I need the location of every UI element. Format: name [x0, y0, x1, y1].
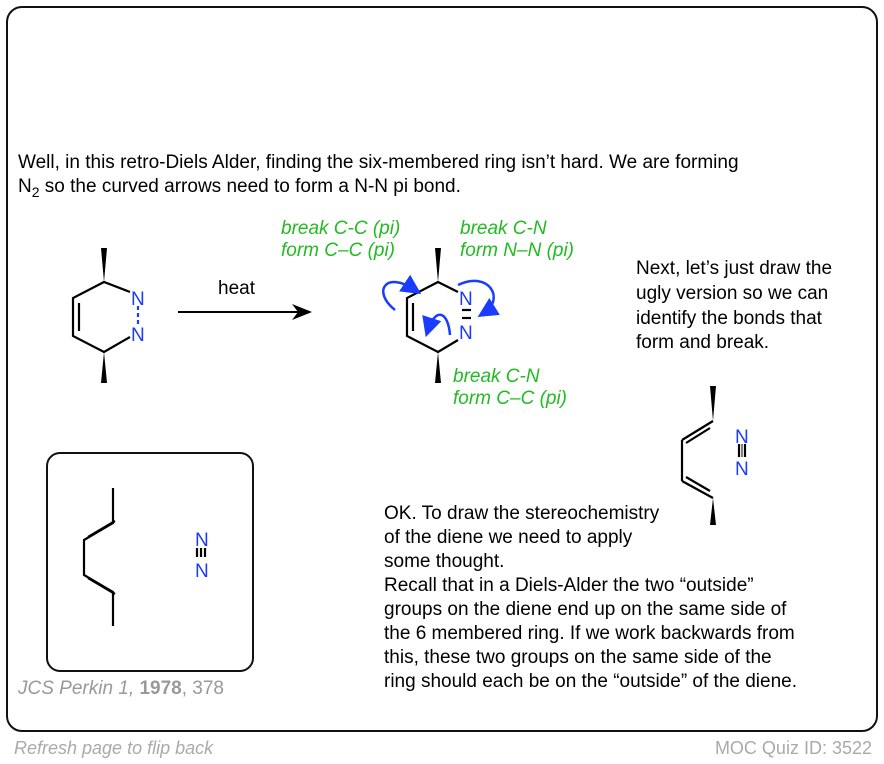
answer-diene	[82, 488, 207, 626]
curved-arrows	[382, 274, 500, 338]
atom-n-7: N	[195, 530, 209, 551]
reference-page: , 378	[181, 678, 224, 699]
ugly-diene	[680, 386, 747, 525]
atom-n-4: N	[459, 323, 473, 344]
refresh-link[interactable]: Refresh page to flip back	[14, 738, 214, 758]
heat-label: heat	[218, 278, 255, 299]
answer-box	[46, 452, 254, 672]
reference: JCS Perkin 1, 1978, 378	[18, 678, 224, 700]
ok-line-6: the 6 membered ring. If we work backward…	[384, 623, 795, 644]
label-top-right-2: form N–N (pi)	[460, 240, 575, 261]
tetrahydropyridazine-arrows	[405, 248, 471, 383]
intro-line-1: Well, in this retro-Diels Alder, finding…	[18, 152, 739, 173]
reference-year: 1978	[139, 678, 182, 699]
ok-line-2: of the diene we need to apply	[384, 527, 633, 548]
ok-line-7: this, these two groups on the same side …	[384, 647, 772, 668]
ok-line-1: OK. To draw the stereochemistry	[384, 503, 660, 524]
label-top-left-2: form C–C (pi)	[281, 240, 396, 261]
next-line-3: identify the bonds that	[636, 308, 822, 329]
atom-n-2: N	[131, 325, 145, 346]
ok-line-5: groups on the diene end up on the same s…	[384, 599, 787, 620]
tetrahydropyridazine-left	[71, 248, 140, 383]
quiz-card[interactable]	[6, 6, 878, 732]
atom-n-1: N	[131, 289, 145, 310]
label-top-left-1: break C-C (pi)	[281, 218, 401, 239]
atom-n-3: N	[459, 289, 473, 310]
intro-line-2-rest: so the curved arrows need to form a N-N …	[39, 176, 461, 197]
atom-n-6: N	[735, 459, 749, 480]
label-bottom-2: form C–C (pi)	[453, 388, 568, 409]
atom-n-5: N	[735, 427, 749, 448]
ok-line-3: some thought.	[384, 551, 505, 572]
next-line-1: Next, let’s just draw the	[636, 258, 833, 279]
ok-line-8: ring should each be on the “outside” of …	[384, 671, 798, 692]
n2-n: N	[18, 176, 32, 197]
next-line-2: ugly version so we can	[636, 283, 829, 304]
label-bottom-1: break C-N	[453, 366, 540, 387]
n2-subscript: 2	[31, 183, 40, 200]
intro-line-2: N2 so the curved arrows need to form a N…	[18, 176, 461, 203]
quiz-id: MOC Quiz ID: 3522	[714, 738, 872, 758]
next-line-4: form and break.	[636, 332, 770, 353]
reference-journal: JCS Perkin 1,	[18, 678, 140, 699]
atom-n-8: N	[195, 561, 209, 582]
label-top-right-1: break C-N	[460, 218, 547, 239]
ok-line-4: Recall that in a Diels-Alder the two “ou…	[384, 575, 754, 596]
